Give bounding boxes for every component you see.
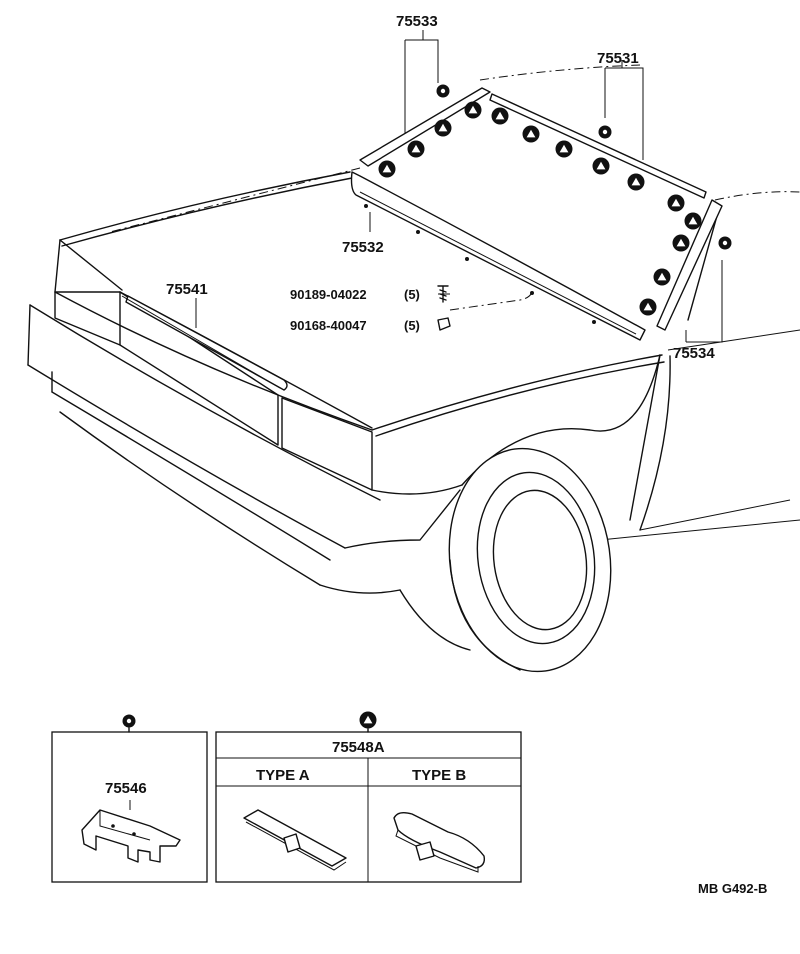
car-body (27, 64, 800, 594)
hood-moulding (121, 295, 288, 391)
label-75531: 75531 (597, 50, 639, 67)
label-qty-90168: (5) (404, 318, 420, 333)
label-type-b: TYPE B (412, 767, 466, 784)
bracket-75546-icon (81, 809, 181, 863)
figure-code: MB G492-B (698, 881, 767, 896)
label-75541: 75541 (166, 281, 208, 298)
label-75534: 75534 (673, 345, 715, 362)
label-qty-90189: (5) (404, 287, 420, 302)
label-90189: 90189-04022 (290, 287, 367, 302)
label-75533: 75533 (396, 13, 438, 30)
cowl-louver (350, 171, 646, 341)
clip-90168 (437, 317, 451, 331)
label-75546: 75546 (105, 780, 147, 797)
label-75548a: 75548A (332, 739, 385, 756)
inset-75546: 75546 (51, 714, 208, 883)
clip-type-a-icon (243, 809, 347, 871)
label-90168: 90168-40047 (290, 318, 367, 333)
leader-lines (195, 30, 723, 343)
label-75532: 75532 (342, 239, 384, 256)
inset-75548a: 75548A TYPE A TYPE B (215, 711, 522, 883)
wheel (399, 447, 612, 673)
windshield-moulding-upper (359, 87, 723, 331)
label-type-a: TYPE A (256, 767, 310, 784)
clip-type-b-icon (393, 811, 486, 873)
